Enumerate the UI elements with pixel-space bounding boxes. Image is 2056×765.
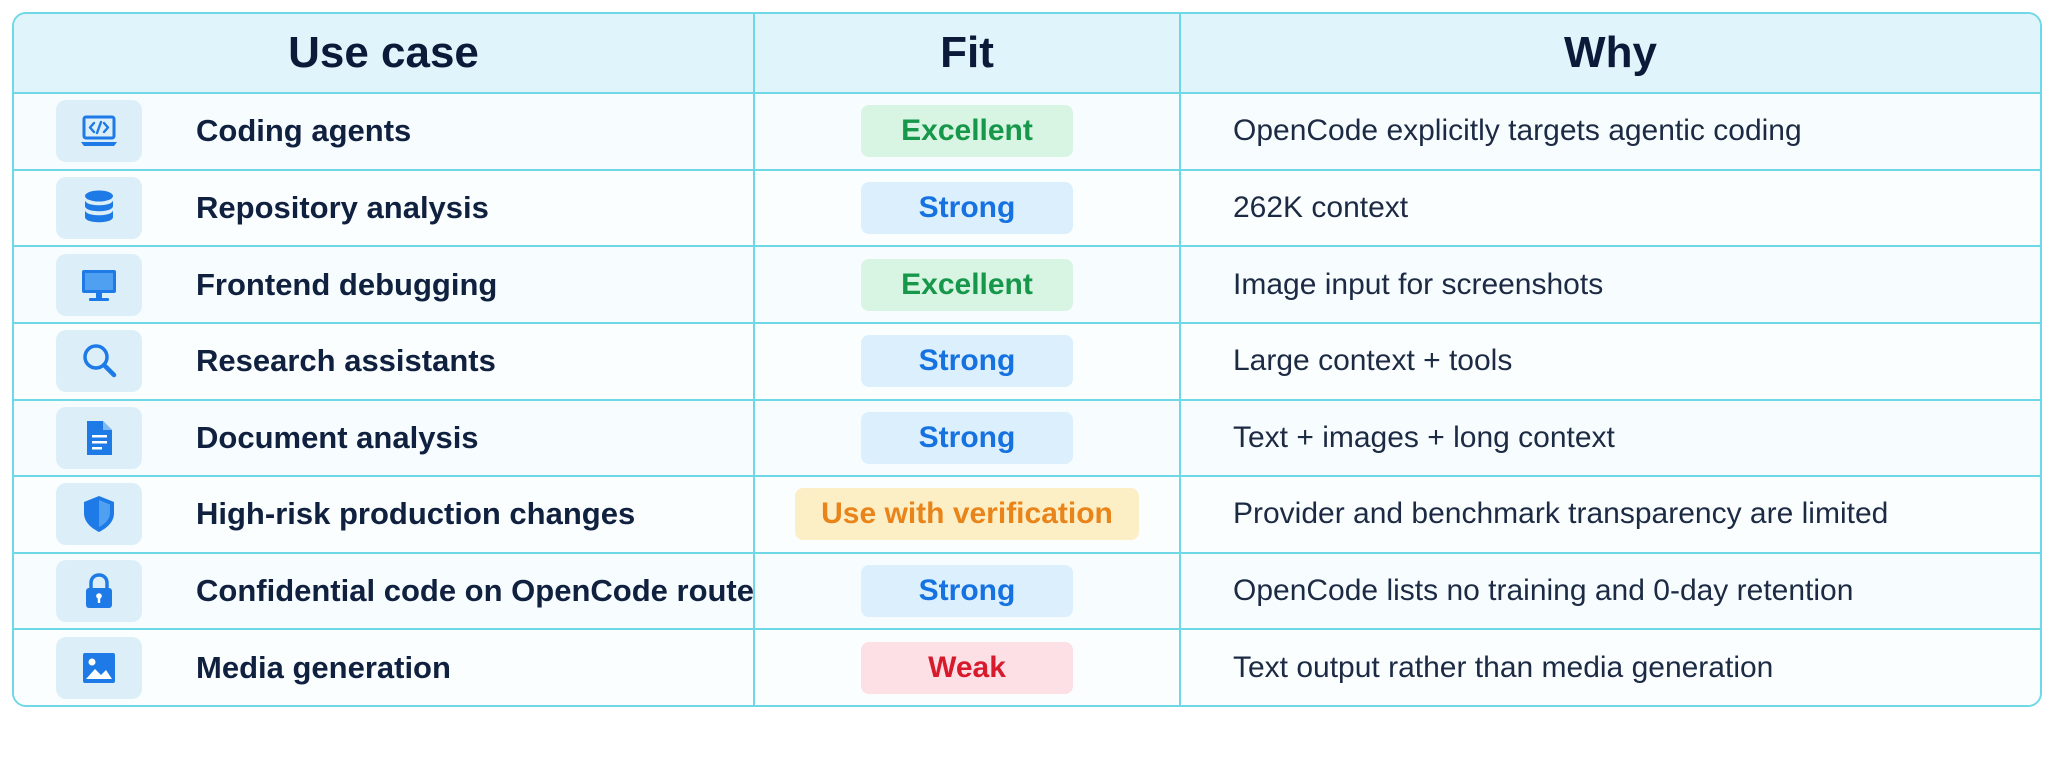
- table-row: High-risk production changes Use with ve…: [14, 476, 2040, 554]
- database-icon: [56, 176, 142, 239]
- search-icon: [56, 330, 142, 393]
- fit-cell: Strong: [754, 322, 1181, 401]
- use-case-cell: Repository analysis: [14, 169, 755, 248]
- fit-cell: Use with verification: [754, 476, 1181, 554]
- why-cell: OpenCode lists no training and 0-day ret…: [1180, 552, 2040, 631]
- fit-badge: Excellent: [861, 258, 1073, 311]
- why-cell: Large context + tools: [1180, 322, 2040, 401]
- table-row: Document analysis Strong Text + images +…: [14, 399, 2040, 478]
- why-cell: Text + images + long context: [1180, 399, 2040, 478]
- use-case-label: Research assistants: [196, 343, 496, 379]
- why-cell: 262K context: [1180, 169, 2040, 248]
- fit-cell: Strong: [754, 169, 1181, 248]
- use-case-cell: Document analysis: [14, 399, 755, 478]
- use-case-cell: Media generation: [14, 629, 755, 705]
- use-case-cell: Confidential code on OpenCode route: [14, 552, 755, 631]
- table-row: Confidential code on OpenCode route Stro…: [14, 552, 2040, 631]
- header-row: Use case Fit Why: [14, 14, 2040, 94]
- why-cell: Text output rather than media generation: [1180, 629, 2040, 705]
- fit-cell: Excellent: [754, 93, 1181, 171]
- use-case-cell: Research assistants: [14, 322, 755, 401]
- why-cell: Provider and benchmark transparency are …: [1180, 476, 2040, 554]
- use-case-cell: Coding agents: [14, 93, 755, 171]
- use-case-table: Use case Fit Why: [12, 12, 2042, 707]
- use-case-label: Repository analysis: [196, 189, 489, 225]
- use-case-label: Media generation: [196, 649, 451, 685]
- use-case-label: High-risk production changes: [196, 496, 636, 532]
- use-case-label: Coding agents: [196, 113, 412, 149]
- fit-badge: Strong: [861, 411, 1073, 464]
- why-cell: OpenCode explicitly targets agentic codi…: [1180, 93, 2040, 171]
- fit-badge: Strong: [861, 565, 1073, 618]
- image-icon: [56, 636, 142, 699]
- fit-cell: Excellent: [754, 246, 1181, 324]
- fit-cell: Strong: [754, 399, 1181, 478]
- header-use-case: Use case: [14, 14, 755, 94]
- use-case-label: Confidential code on OpenCode route: [196, 573, 754, 609]
- fit-badge: Use with verification: [795, 488, 1139, 541]
- use-case-label: Document analysis: [196, 419, 479, 455]
- lock-icon: [56, 560, 142, 623]
- fit-badge: Weak: [861, 641, 1073, 694]
- use-case-cell: Frontend debugging: [14, 246, 755, 324]
- shield-icon: [56, 483, 142, 546]
- document-icon: [56, 406, 142, 469]
- laptop-code-icon: [56, 100, 142, 163]
- fit-badge: Excellent: [861, 105, 1073, 158]
- table-row: Frontend debugging Excellent Image input…: [14, 246, 2040, 324]
- fit-badge: Strong: [861, 335, 1073, 388]
- use-case-label: Frontend debugging: [196, 266, 498, 302]
- table-row: Research assistants Strong Large context…: [14, 322, 2040, 401]
- fit-cell: Weak: [754, 629, 1181, 705]
- monitor-icon: [56, 253, 142, 316]
- use-case-cell: High-risk production changes: [14, 476, 755, 554]
- fit-table: Use case Fit Why: [14, 14, 2040, 705]
- table-row: Coding agents Excellent OpenCode explici…: [14, 93, 2040, 171]
- table-row: Media generation Weak Text output rather…: [14, 629, 2040, 705]
- table-row: Repository analysis Strong 262K context: [14, 169, 2040, 248]
- fit-cell: Strong: [754, 552, 1181, 631]
- header-fit: Fit: [754, 14, 1181, 94]
- fit-badge: Strong: [861, 181, 1073, 234]
- why-cell: Image input for screenshots: [1180, 246, 2040, 324]
- header-why: Why: [1180, 14, 2040, 94]
